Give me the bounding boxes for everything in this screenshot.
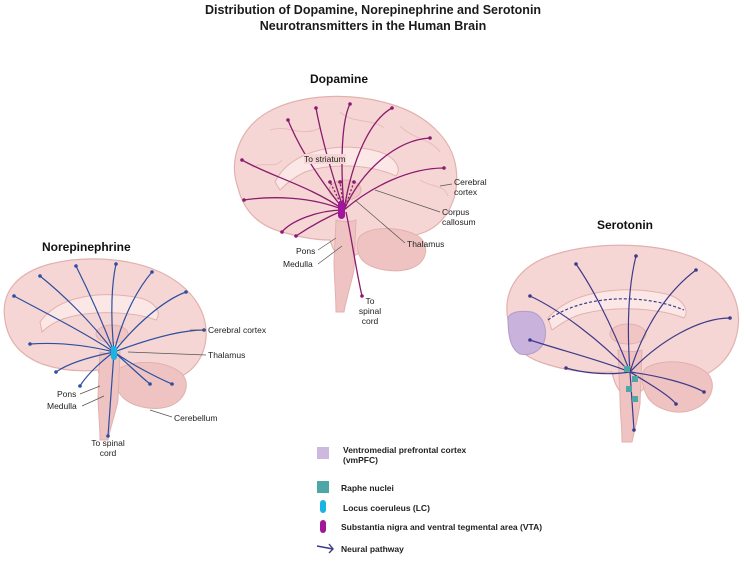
serotonin-cerebellum: [641, 361, 713, 413]
dopamine-cerebellum: [356, 228, 427, 272]
title-line-1: Distribution of Dopamine, Norepinephrine…: [204, 3, 542, 17]
legend-label-raphe: Raphe nuclei: [341, 483, 394, 493]
dopamine-pathway-endpoints: [240, 102, 446, 298]
norepinephrine-pathway-endpoints: [12, 262, 206, 438]
norepinephrine-leader-lines: [79, 329, 207, 418]
dopamine-brain-outline: [233, 95, 458, 259]
norepinephrine-label-medulla: Medulla: [47, 401, 77, 411]
serotonin-heading: Serotonin: [597, 218, 653, 232]
norepinephrine-label-cerebellum: Cerebellum: [174, 413, 218, 423]
title-line-2: Neurotransmitters in the Human Brain: [259, 19, 487, 33]
legend-label-vmpfc: Ventromedial prefrontal cortex(vmPFC): [343, 445, 467, 465]
serotonin-corpus-callosum: [547, 289, 687, 331]
serotonin-pathway-endpoints: [528, 254, 732, 432]
norepinephrine-label-cerebral-cortex: Cerebral cortex: [208, 325, 267, 335]
legend-label-vta: Substantia nigra and ventral tegmental a…: [341, 522, 543, 532]
serotonin-raphe-markers: [624, 366, 638, 402]
norepinephrine-label-pons: Pons: [57, 389, 77, 399]
dopamine-label-pons: Pons: [296, 246, 316, 256]
serotonin-brain: [506, 244, 740, 443]
dopamine-label-thalamus: Thalamus: [407, 239, 445, 249]
legend-icon-vta: [320, 520, 326, 533]
legend-label-neural-pathway: Neural pathway: [341, 544, 404, 554]
dopamine-leader-lines: [317, 183, 453, 265]
legend-icon-vmpfc: [317, 447, 329, 459]
norepinephrine-heading: Norepinephrine: [42, 240, 131, 254]
legend-icon-neural-pathway: [316, 543, 334, 554]
legend-label-lc: Locus coeruleus (LC): [343, 503, 430, 513]
dopamine-heading: Dopamine: [310, 72, 369, 86]
dopamine-brain: [233, 95, 458, 313]
norepinephrine-label-thalamus: Thalamus: [208, 350, 246, 360]
brain-illustrations: [3, 95, 740, 443]
norepinephrine-lc-marker: [111, 346, 117, 360]
dopamine-pathways: [241, 103, 445, 297]
legend-icons: [316, 447, 334, 554]
serotonin-pathways: [529, 255, 731, 431]
legend-icon-raphe: [317, 481, 329, 493]
dopamine-label-to-striatum: To striatum: [304, 154, 346, 164]
page-title: Distribution of Dopamine, Norepinephrine…: [0, 2, 746, 34]
norepinephrine-brain: [3, 258, 207, 441]
norepinephrine-corpus-callosum: [39, 294, 159, 334]
serotonin-vmpfc-region: [507, 310, 546, 355]
dopamine-vta-marker: [338, 201, 345, 219]
dopamine-label-medulla: Medulla: [283, 259, 313, 269]
legend-icon-lc: [320, 500, 326, 513]
